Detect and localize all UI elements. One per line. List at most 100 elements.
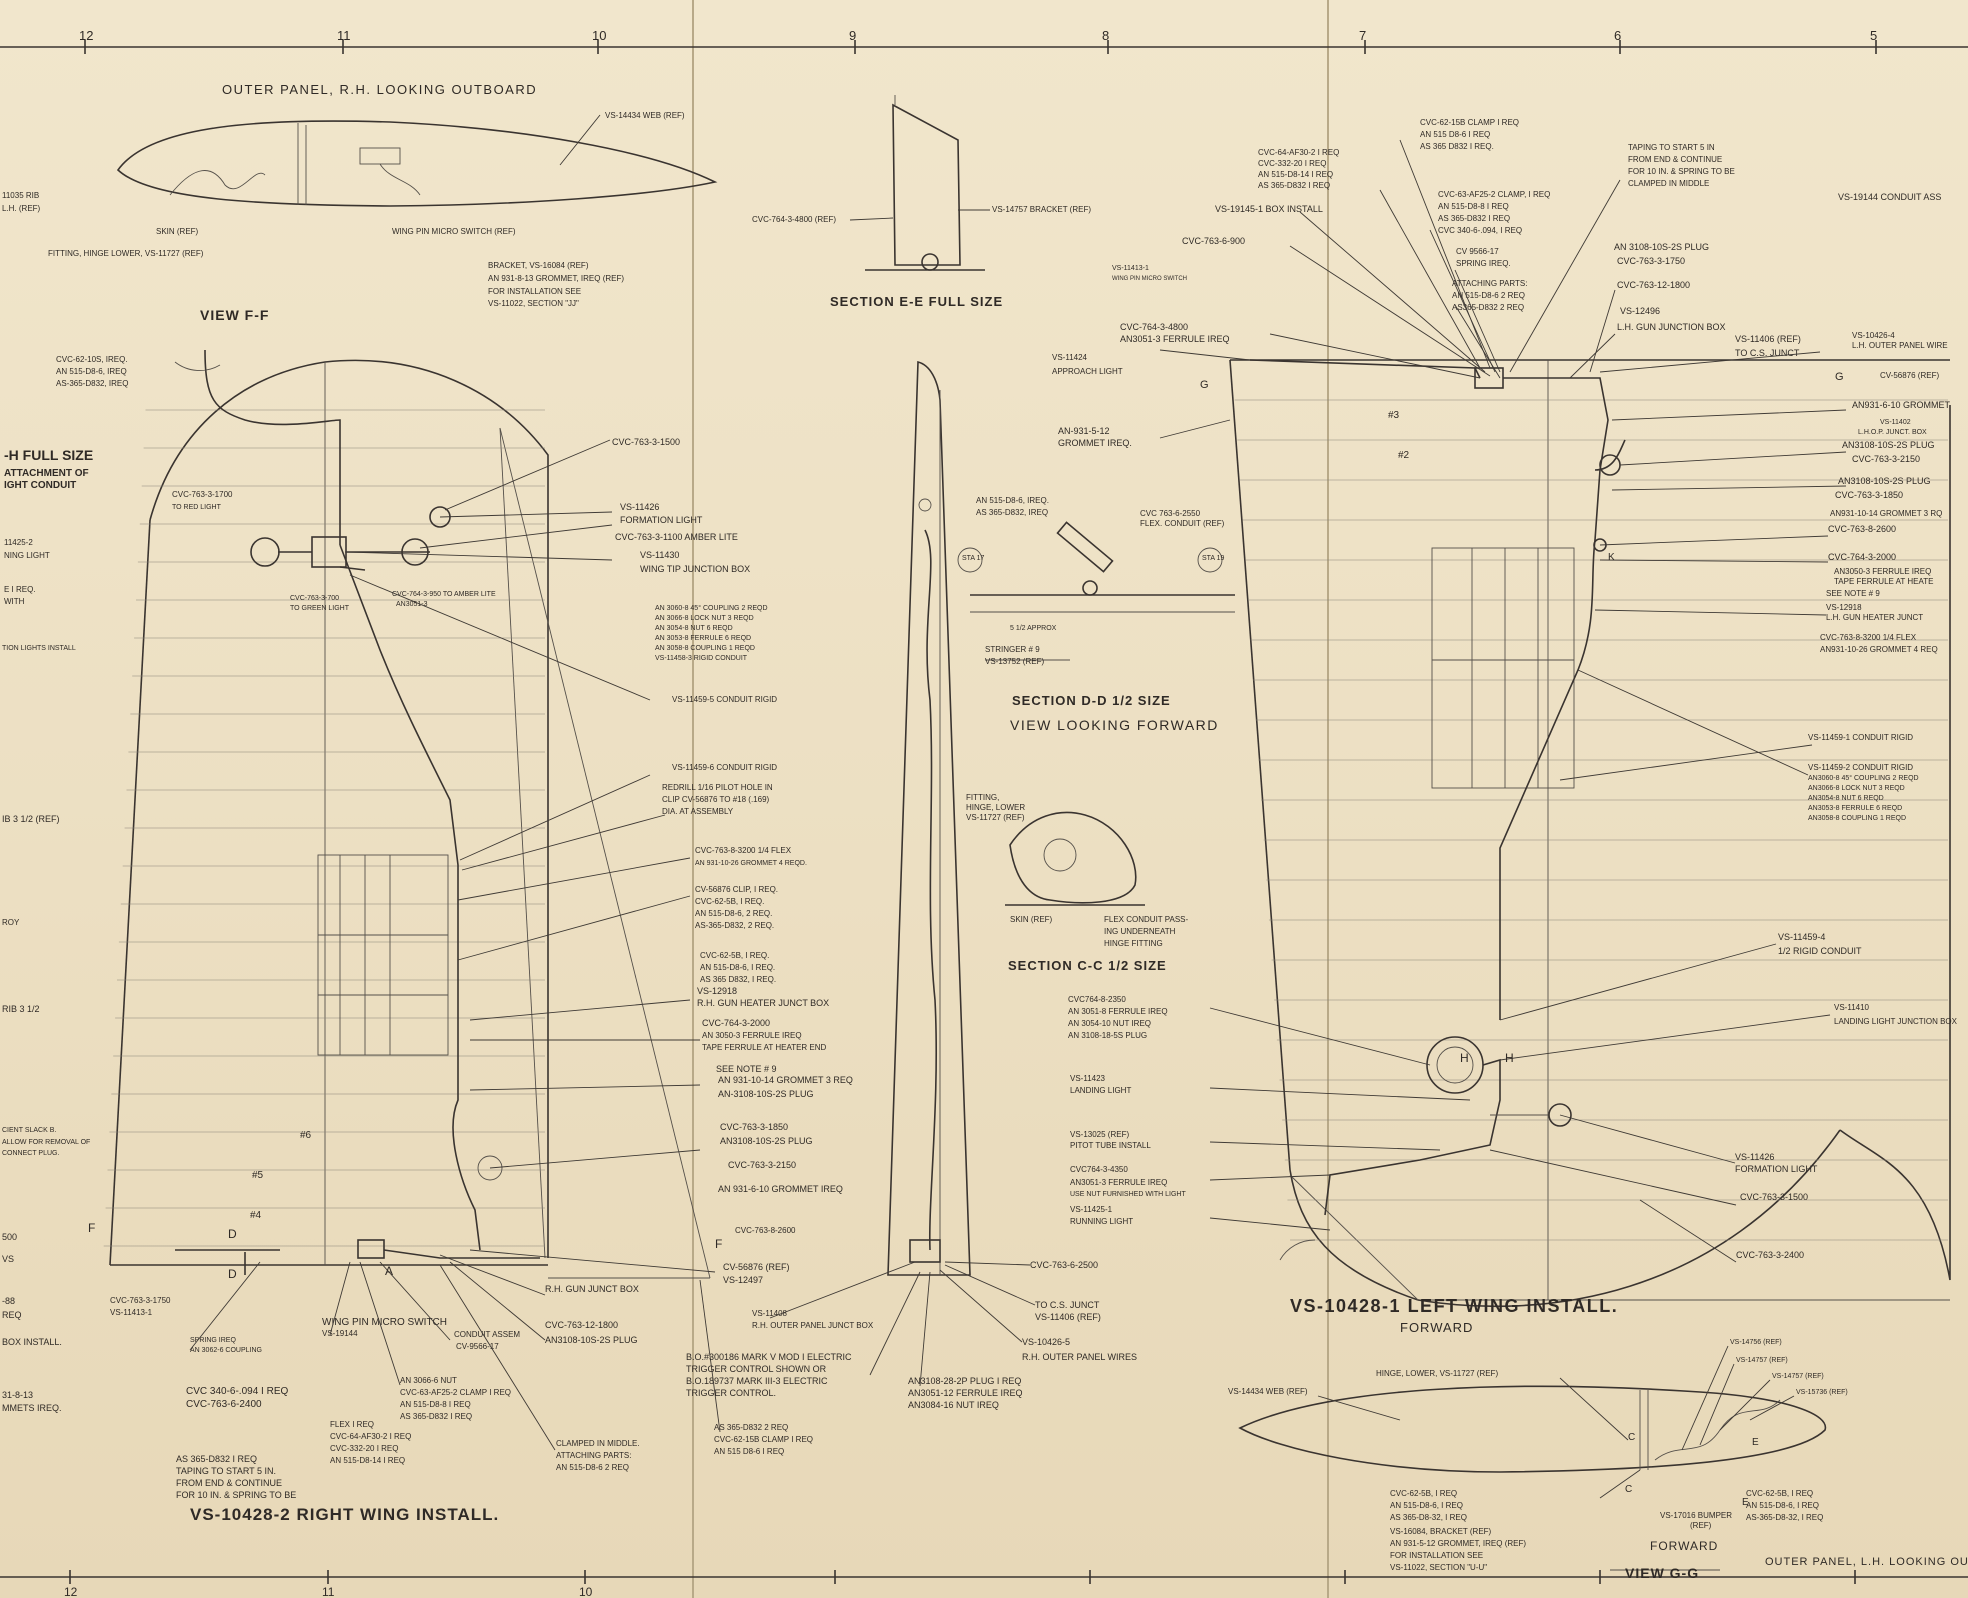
left-wing-callout: VS-11406 (REF): [1735, 334, 1801, 344]
section-mark: K: [1608, 552, 1615, 563]
callout-text: WING PIN MICRO SWITCH (REF): [392, 227, 516, 236]
right-wing-callout: ATTACHING PARTS:: [556, 1451, 631, 1460]
right-wing-callout: DIA. AT ASSEMBLY: [662, 807, 734, 816]
callout-text: FITTING, HINGE LOWER, VS-11727 (REF): [48, 249, 204, 258]
right-wing-callout: AN 3066-8 LOCK NUT 3 REQD: [655, 615, 754, 622]
section-note: ING UNDERNEATH: [1104, 927, 1176, 936]
callout-text: BRACKET, VS-16084 (REF): [488, 261, 589, 270]
left-wing-callout: RUNNING LIGHT: [1070, 1217, 1133, 1226]
right-wing-callout: AN 515-D8-8 I REQ: [400, 1400, 471, 1409]
callout-text: VS-14434 WEB (REF): [605, 111, 685, 120]
left-wing-callout: AN 515 D8-6 I REQ: [1420, 130, 1490, 139]
left-wing-callout: VS-11402: [1880, 419, 1911, 426]
center-note: AN3084-16 NUT IREQ: [908, 1400, 999, 1410]
view-gg-note: VS-11022, SECTION "U-U": [1390, 1563, 1487, 1572]
section-mark: D: [228, 1267, 237, 1281]
left-wing-callout: CVC764-8-2350: [1068, 995, 1126, 1004]
left-wing-callout: AN3108-10S-2S PLUG: [1842, 440, 1935, 450]
left-wing-callout: VS-11426: [1735, 1152, 1774, 1162]
left-wing-callout: VS-11459-2 CONDUIT RIGID: [1808, 763, 1913, 772]
left-wing-callout: AN931-6-10 GROMMET: [1852, 400, 1951, 410]
left-edge-text: CONNECT PLUG.: [2, 1150, 59, 1157]
left-edge-text: IGHT CONDUIT: [4, 480, 76, 491]
section-note: VS-13752 (REF): [985, 657, 1044, 666]
left-wing-callout: AN 3054-10 NUT IREQ: [1068, 1019, 1151, 1028]
left-wing-callout: CVC-763-3-2150: [1852, 454, 1920, 464]
left-edge-text: E I REQ.: [4, 585, 36, 594]
right-wing-callout: AN 3066-6 NUT: [400, 1376, 457, 1385]
right-wing-wiring: [174, 349, 540, 1275]
left-wing-callout: L.H.O.P. JUNCT. BOX: [1858, 429, 1927, 436]
left-wing-callout: VS-11410: [1834, 1003, 1870, 1012]
right-wing-callout: AN 3054-8 NUT 6 REQD: [655, 625, 733, 632]
right-wing-callout: AN 515-D8-6, IREQ: [56, 367, 127, 376]
right-wing-callout: TAPING TO START 5 IN.: [176, 1466, 276, 1476]
left-edge-text: 31-8-13: [2, 1390, 33, 1400]
left-wing-callout: FROM END & CONTINUE: [1628, 155, 1722, 164]
station-label: #3: [1388, 410, 1400, 421]
view-gg-note: AS 365-D8-32, I REQ: [1390, 1513, 1467, 1522]
right-wing-callout: TO GREEN LIGHT: [290, 605, 350, 612]
zone-number: 9: [849, 28, 856, 43]
station-label: #5: [252, 1170, 264, 1181]
left-wing-callout: AN3053-8 FERRULE 6 REQD: [1808, 805, 1902, 812]
view-gg-note: AN 515-D8-6, I REQ: [1746, 1501, 1819, 1510]
callout-text: FOR INSTALLATION SEE: [488, 287, 581, 296]
left-wing-callout: AN3058-8 COUPLING 1 REQD: [1808, 815, 1906, 822]
section-mark: G: [1200, 379, 1209, 391]
left-wing-callout: AN3051-3 FERRULE IREQ: [1120, 334, 1230, 344]
right-wing-callout: SEE NOTE # 9: [716, 1064, 777, 1074]
left-wing-callout: USE NUT FURNISHED WITH LIGHT: [1070, 1191, 1186, 1198]
right-wing-callout: VS-11459-5 CONDUIT RIGID: [672, 695, 777, 704]
left-wing-callout: AN3108-10S-2S PLUG: [1838, 476, 1931, 486]
left-wing-callout: VS-11423: [1070, 1074, 1106, 1083]
left-wing-callout: SEE NOTE # 9: [1826, 589, 1880, 598]
section-dd-sublabel: VIEW LOOKING FORWARD: [1010, 717, 1219, 733]
right-wing-callout: REDRILL 1/16 PILOT HOLE IN: [662, 783, 773, 792]
left-wing-callout: CVC-332-20 I REQ: [1258, 159, 1326, 168]
left-wing-callout: L.H. GUN JUNCTION BOX: [1617, 322, 1726, 332]
section-note: STRINGER # 9: [985, 645, 1040, 654]
right-wing-callout: AS 365-D832 I REQ: [400, 1412, 472, 1421]
section-note: FLEX. CONDUIT (REF): [1140, 519, 1225, 528]
left-wing-callout: VS-19145-1 BOX INSTALL: [1215, 204, 1323, 214]
left-wing-callout: VS-12918: [1826, 603, 1862, 612]
left-edge-text: REQ: [2, 1310, 22, 1320]
view-gg-note: VS-14756 (REF): [1730, 1339, 1782, 1346]
drawing-annotations: OUTER PANEL, R.H. LOOKING OUTBOARD VIEW …: [190, 82, 1968, 1581]
section-dd: [957, 521, 1235, 661]
right-wing-callout: R.H. GUN JUNCT BOX: [545, 1284, 639, 1294]
right-wing-callout: CVC-64-AF30-2 I REQ: [330, 1432, 411, 1441]
left-wing-callout: TAPE FERRULE AT HEATE: [1834, 577, 1933, 586]
view-ff-airfoil: [116, 120, 718, 207]
right-wing-callout: VS-12497: [723, 1275, 763, 1285]
view-gg-note: CVC-62-5B, I REQ: [1390, 1489, 1457, 1498]
right-wing-callout: CVC-763-8-3200 1/4 FLEX: [695, 846, 792, 855]
left-wing-callout: CVC-763-8-3200 1/4 FLEX: [1820, 633, 1917, 642]
right-wing-callout: VS-11426: [620, 502, 659, 512]
left-wing-callout: FOR 10 IN. & SPRING TO BE: [1628, 167, 1735, 176]
right-wing-callout: VS-11458-3 RIGID CONDUIT: [655, 655, 748, 662]
left-edge-text: CIENT SLACK B.: [2, 1127, 56, 1134]
left-wing-callout: TO C.S. JUNCT: [1735, 348, 1800, 358]
left-wing-callout: L.H. OUTER PANEL WIRE: [1852, 341, 1948, 350]
left-wing-callout: VS-10426-4: [1852, 331, 1895, 340]
left-wing-callout: AS365-D832 2 REQ: [1452, 303, 1524, 312]
view-gg-note: AN 931-5-12 GROMMET, IREQ (REF): [1390, 1539, 1526, 1548]
left-wing-callout: AN931-10-14 GROMMET 3 RQ: [1830, 509, 1942, 518]
left-wing-callout: AN 3051-8 FERRULE IREQ: [1068, 1007, 1168, 1016]
view-gg-note: (REF): [1690, 1521, 1712, 1530]
right-wing-callout: AN 515-D8-6, I REQ.: [700, 963, 775, 972]
left-wing-callout: AN3050-3 FERRULE IREQ: [1834, 567, 1931, 576]
left-wing-callout: AN3054-8 NUT 6 REQD: [1808, 795, 1884, 802]
left-wing-callout: AS 365-D832 I REQ: [1438, 214, 1510, 223]
left-wing-callout: CVC-763-3-2400: [1736, 1250, 1804, 1260]
right-wing-callout: VS-11459-6 CONDUIT RIGID: [672, 763, 777, 772]
left-wing-callout: VS-11413-1: [1112, 265, 1149, 272]
right-wing-callout: CVC-763-3-1100 AMBER LITE: [615, 532, 738, 542]
callout-text: SKIN (REF): [156, 227, 199, 236]
left-edge-text: TION LIGHTS INSTALL: [2, 645, 76, 652]
section-cc-label: SECTION C-C 1/2 SIZE: [1008, 958, 1167, 973]
left-wing-callout: VS-11425-1: [1070, 1205, 1113, 1214]
